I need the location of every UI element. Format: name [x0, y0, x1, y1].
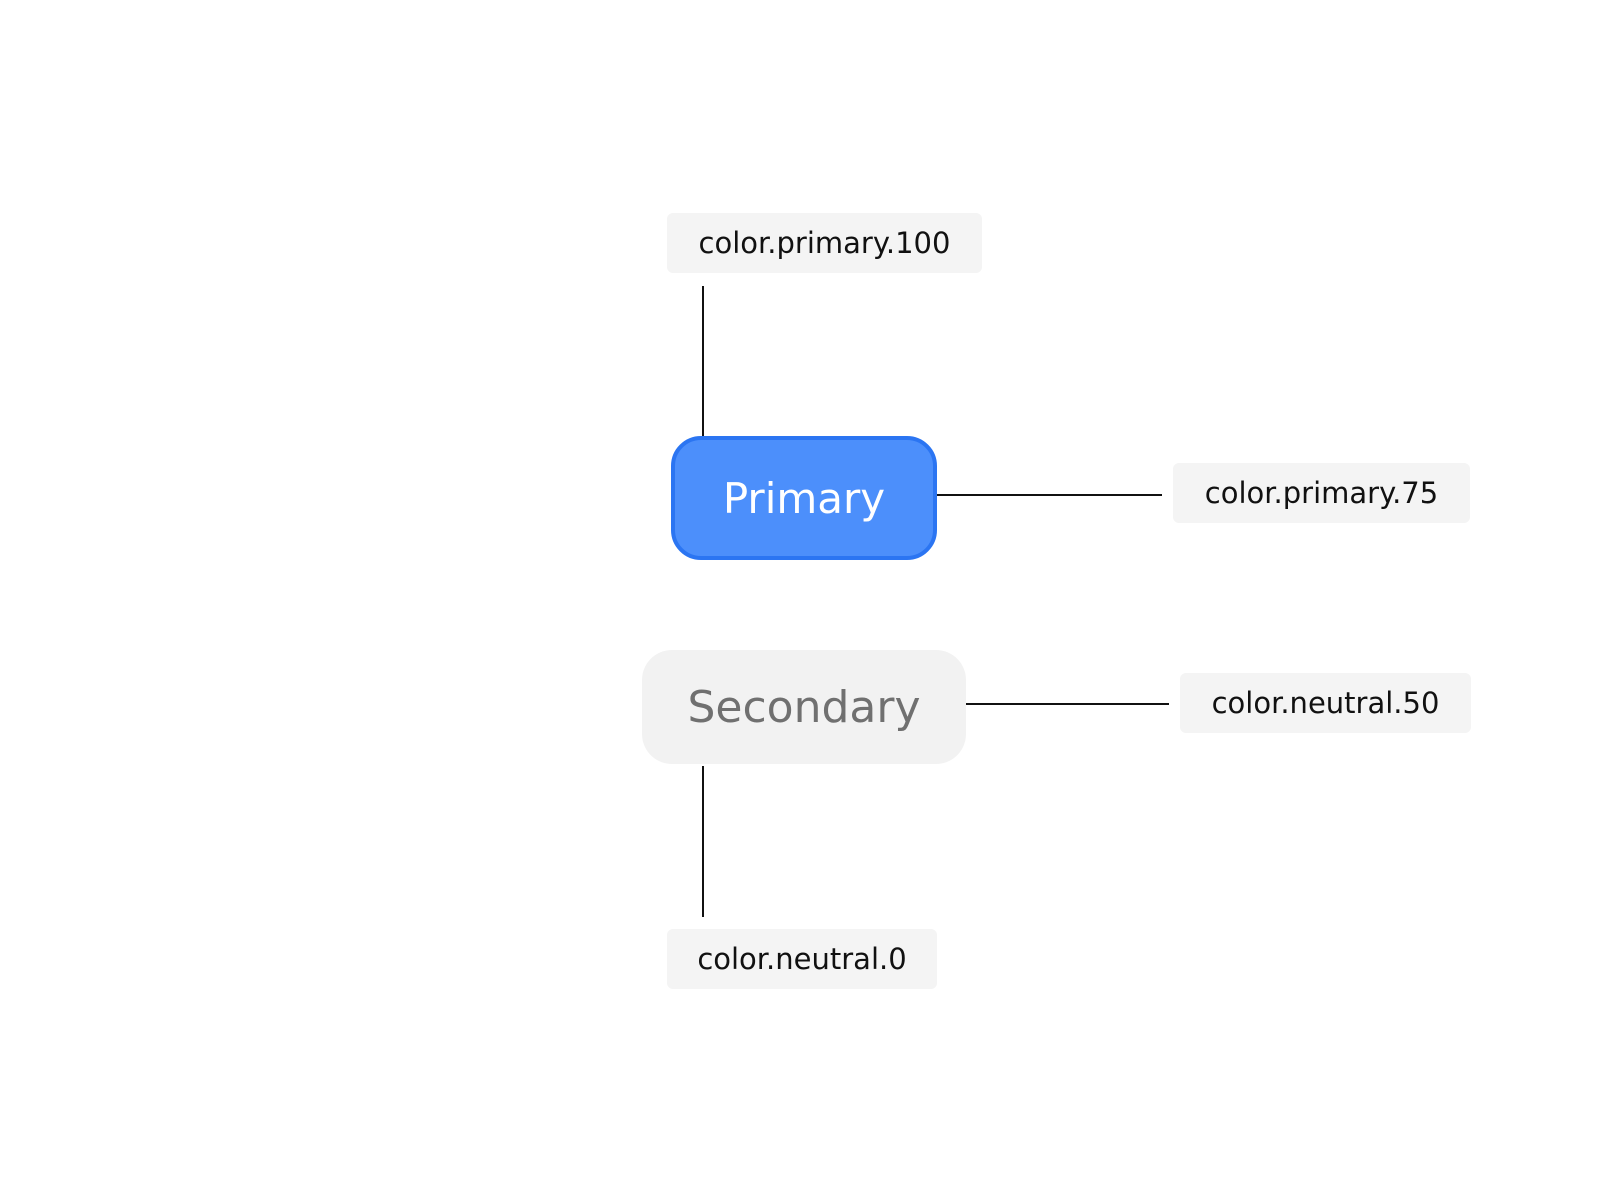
connector-primary-top — [702, 286, 704, 438]
primary-button[interactable]: Primary — [671, 436, 937, 560]
token-label-neutral-50: color.neutral.50 — [1180, 673, 1471, 733]
secondary-button[interactable]: Secondary — [642, 650, 966, 764]
token-label-primary-100: color.primary.100 — [667, 213, 982, 273]
connector-secondary-bottom — [702, 766, 704, 917]
token-label-neutral-0: color.neutral.0 — [667, 929, 937, 989]
connector-primary-right — [936, 494, 1162, 496]
secondary-button-label: Secondary — [687, 681, 921, 733]
token-label-primary-75: color.primary.75 — [1173, 463, 1470, 523]
primary-button-label: Primary — [722, 473, 886, 523]
connector-secondary-right — [958, 703, 1169, 705]
